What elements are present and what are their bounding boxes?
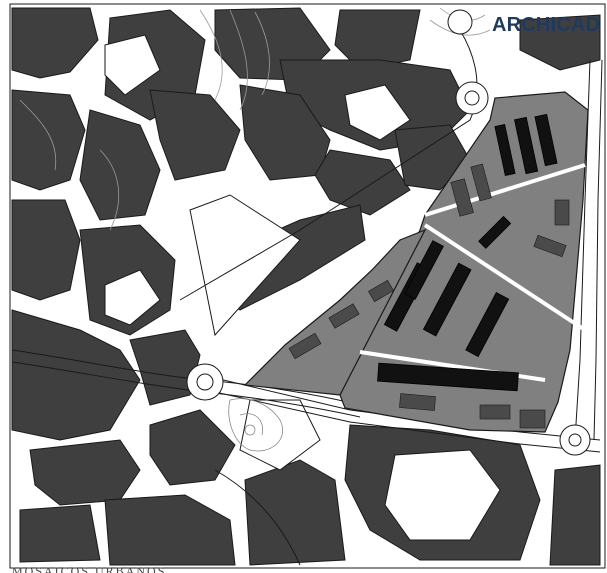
open-spaces bbox=[104, 34, 501, 541]
courtyard-se bbox=[384, 449, 501, 541]
block-s-2 bbox=[104, 494, 236, 566]
road-east-vertical-edge bbox=[593, 59, 603, 441]
block-sw-2 bbox=[149, 409, 236, 486]
plaza-south bbox=[239, 399, 321, 471]
roundabout-icon bbox=[455, 81, 489, 115]
block-ne-2 bbox=[519, 14, 601, 71]
site-building bbox=[534, 113, 558, 167]
roundabout-icon bbox=[559, 424, 591, 456]
site-secondary-buildings bbox=[288, 163, 570, 429]
site-building bbox=[465, 292, 510, 358]
site-building bbox=[377, 362, 519, 392]
plaza-central bbox=[189, 194, 301, 337]
site-buildings bbox=[377, 113, 558, 392]
courtyard-n bbox=[344, 84, 411, 141]
brand-title: ARCHICAD bbox=[492, 14, 601, 36]
park-icon bbox=[228, 398, 283, 452]
road-east-west-edge bbox=[214, 391, 601, 453]
block-w-1 bbox=[11, 89, 86, 191]
highlight-area[interactable] bbox=[243, 91, 589, 433]
roundabout-icon bbox=[186, 363, 224, 401]
block-s-3 bbox=[244, 459, 346, 566]
block-w-2 bbox=[79, 109, 161, 221]
block-s-1 bbox=[19, 504, 101, 563]
site-building bbox=[404, 240, 444, 300]
block-w-6 bbox=[129, 329, 201, 406]
terrain-contours bbox=[19, 7, 491, 231]
block-nw-1 bbox=[11, 7, 99, 79]
map-frame-border bbox=[9, 3, 606, 569]
block-c-3 bbox=[314, 149, 411, 216]
map-caption: MOSAICOS URBANOS bbox=[12, 564, 167, 573]
road-south-arc bbox=[214, 469, 301, 566]
block-w-3 bbox=[11, 199, 81, 301]
site-building bbox=[494, 124, 516, 176]
site-building bbox=[478, 215, 512, 249]
site-zone-west bbox=[243, 228, 427, 396]
site-zone-east bbox=[339, 91, 589, 433]
site-building bbox=[514, 116, 539, 175]
block-se-2 bbox=[549, 464, 601, 566]
block-w-5 bbox=[11, 309, 141, 441]
courtyard-w bbox=[104, 269, 161, 326]
courtyard-nw bbox=[104, 34, 161, 96]
roundabouts bbox=[186, 9, 591, 456]
block-c-1 bbox=[149, 89, 241, 181]
roundabout-icon bbox=[447, 9, 473, 35]
road-east-vertical bbox=[574, 59, 591, 441]
site-building bbox=[422, 262, 472, 337]
